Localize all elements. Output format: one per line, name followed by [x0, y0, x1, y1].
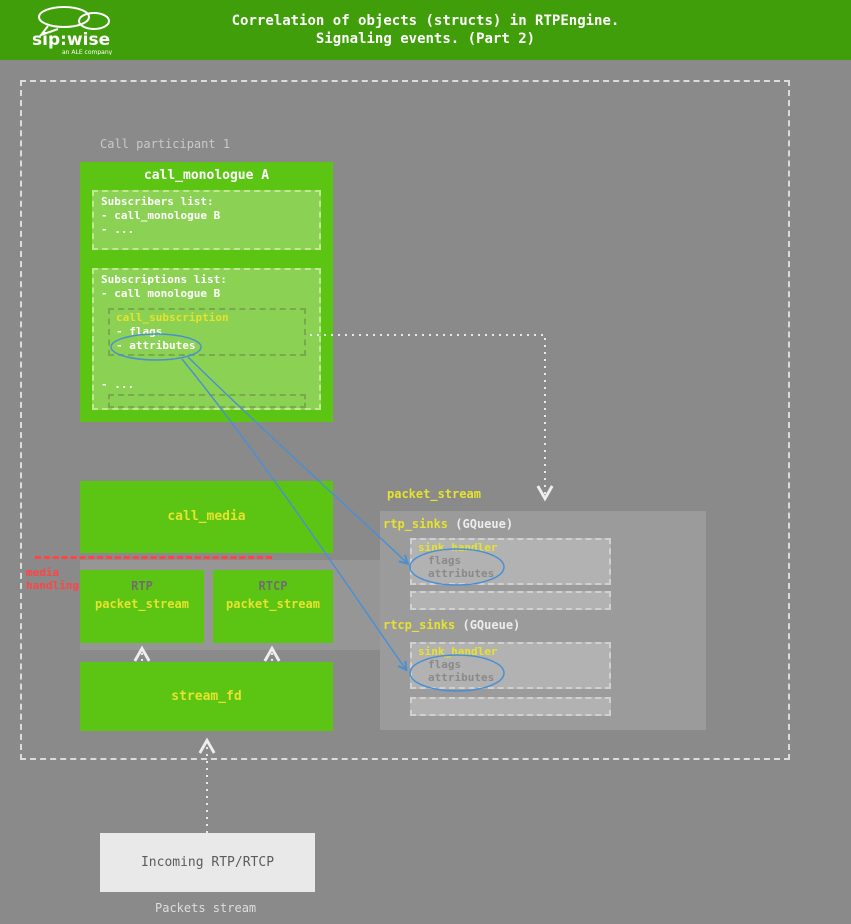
- rtp-sink-handler-title: sink handler: [418, 541, 498, 554]
- stream-fd-box: stream_fd: [80, 662, 333, 731]
- call-subscription-flags: - flags: [116, 325, 163, 338]
- rtp-sinks-line: rtp_sinks (GQueue): [383, 517, 513, 531]
- logo-brand-text: sip:wise: [32, 30, 110, 50]
- rtcp-sink-handler-attributes: attributes: [428, 671, 495, 684]
- slide-title-line2: Signaling events. (Part 2): [315, 31, 536, 47]
- subscribers-item: - call_monologue B: [101, 209, 221, 222]
- header-bar: sip:wise an ALE company Correlation of o…: [0, 0, 851, 60]
- logo-tagline-text: an ALE company: [62, 49, 113, 55]
- rtp-sink-placeholder-box: [410, 591, 611, 610]
- media-handling-divider: [35, 556, 272, 559]
- slide-title: Correlation of objects (structs) in RTPE…: [0, 12, 851, 48]
- rtp-packet-stream-title: packet_stream: [95, 597, 189, 611]
- rtp-sinks-name: rtp_sinks: [383, 517, 449, 531]
- rtcp-sink-placeholder-box: [410, 697, 611, 716]
- sipwise-logo-icon: sip:wise an ALE company: [32, 6, 113, 56]
- rtp-packet-stream-box: RTP packet_stream: [80, 570, 204, 643]
- rtp-label: RTP: [131, 579, 153, 593]
- rtcp-sink-handler-title: sink_handler: [418, 645, 498, 658]
- subscriptions-item: - call monologue B: [101, 287, 221, 300]
- subscriptions-list-title: Subscriptions list:: [101, 273, 227, 286]
- call-boundary-frame: [20, 80, 790, 760]
- subscriptions-list-box: Subscriptions list: - call monologue B c…: [92, 268, 321, 410]
- rtcp-sink-handler-box: sink_handler flags attributes: [410, 642, 611, 689]
- packet-stream-panel-label: packet_stream: [387, 487, 481, 501]
- rtp-sink-handler-attributes: attributes: [428, 567, 495, 580]
- participant-label: Call participant 1: [100, 137, 231, 151]
- incoming-rtp-rtcp-box: Incoming RTP/RTCP: [100, 833, 315, 892]
- packet-stream-panel: rtp_sinks (GQueue) sink handler flags at…: [380, 511, 706, 730]
- sipwise-logo: sip:wise an ALE company: [28, 5, 124, 59]
- rtcp-packet-stream-box: RTCP packet_stream: [213, 570, 333, 643]
- rtp-sink-handler-flags: flags: [428, 554, 462, 567]
- rtcp-sink-handler-flags: flags: [428, 658, 462, 671]
- call-subscription-attributes: - attributes: [116, 339, 196, 352]
- rtp-sinks-type: (GQueue): [455, 517, 514, 531]
- rtcp-packet-stream-title: packet_stream: [226, 597, 320, 611]
- call-subscription-box: call_subscription - flags - attributes: [108, 308, 306, 356]
- subscription-placeholder-box: [108, 394, 306, 408]
- rtcp-label: RTCP: [258, 579, 288, 593]
- media-handling-label: media handling: [26, 566, 79, 592]
- call-monologue-box: call_monologue A Subscribers list: - cal…: [80, 162, 333, 422]
- subscribers-item-more: - ...: [101, 223, 135, 236]
- slide-title-line1: Correlation of objects (structs) in RTPE…: [231, 13, 620, 29]
- rtcp-sinks-type: (GQueue): [462, 618, 521, 632]
- call-monologue-title: call_monologue A: [143, 168, 270, 183]
- packets-stream-label: Packets stream: [155, 901, 257, 915]
- call-subscription-title: call_subscription: [116, 311, 229, 324]
- rtcp-sinks-line: rtcp_sinks (GQueue): [383, 618, 520, 632]
- subscriptions-item-more: - ...: [101, 378, 135, 391]
- subscribers-list-title: Subscribers list:: [101, 195, 214, 208]
- subscribers-list-box: Subscribers list: - call_monologue B - .…: [92, 190, 321, 250]
- call-media-box: call_media: [80, 481, 333, 553]
- rtp-sink-handler-box: sink handler flags attributes: [410, 538, 611, 585]
- rtcp-sinks-name: rtcp_sinks: [383, 618, 456, 632]
